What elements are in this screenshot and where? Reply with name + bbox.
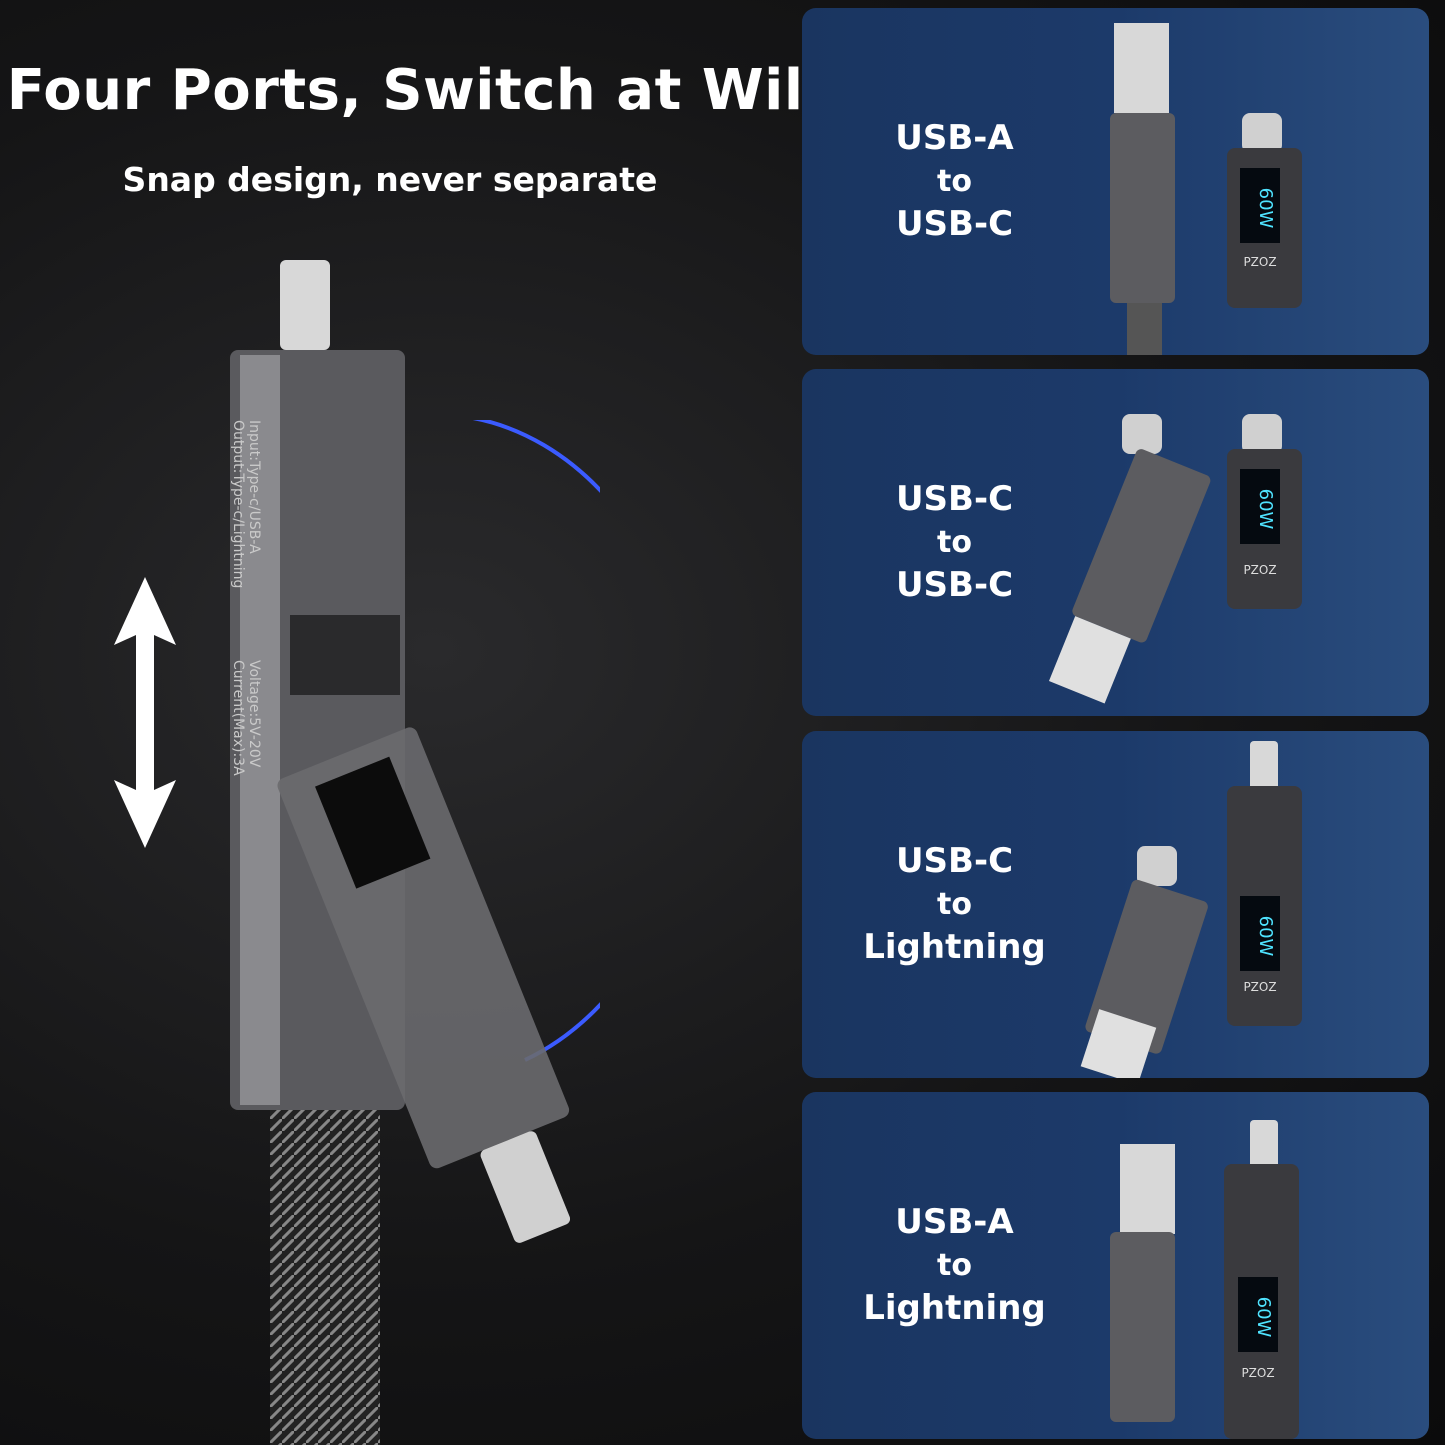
spec-input: Input:Type-c/USB-A [246,420,262,554]
panel-from: USB-A [895,1202,1014,1242]
svg-text:PZOZ: PZOZ [1241,1366,1274,1380]
svg-text:60W: 60W [1253,1297,1274,1338]
panel-to: to [937,887,972,922]
svg-text:60W: 60W [1255,916,1276,957]
svg-text:60W: 60W [1255,489,1276,530]
panel-dest: Lightning [863,927,1046,967]
connector-pair-image: 60W PZOZ [1080,741,1302,1078]
panel-dest: USB-C [895,565,1014,605]
spec-voltage: Voltage:5V-20V [246,660,262,768]
panel-to: to [937,164,972,199]
double-arrow-icon [114,577,176,848]
svg-text:PZOZ: PZOZ [1243,563,1276,577]
spec-output: Output:Type-c/Lightning [230,420,246,589]
connector-pair-image: 60W PZOZ [1048,414,1302,704]
panel-dest: Lightning [863,1288,1046,1328]
cable-connector-image [230,260,570,1445]
page-title: Four Ports, Switch at Will [6,58,824,123]
panel-to: to [937,525,972,560]
panel-to: to [937,1248,972,1283]
page-subtitle: Snap design, never separate [122,160,658,199]
connector-pair-image: 60W PZOZ [1110,1120,1299,1439]
connector-pair-image: 60W PZOZ [1110,23,1302,355]
power-display: 60W [1255,188,1276,229]
panel-from: USB-A [895,118,1014,158]
panel-from: USB-C [895,841,1014,881]
svg-text:PZOZ: PZOZ [1243,980,1276,994]
panel-dest: USB-C [895,204,1014,244]
svg-text:PZOZ: PZOZ [1243,255,1276,269]
spec-current: Current(Max):3A [230,660,246,776]
panel-from: USB-C [895,479,1014,519]
